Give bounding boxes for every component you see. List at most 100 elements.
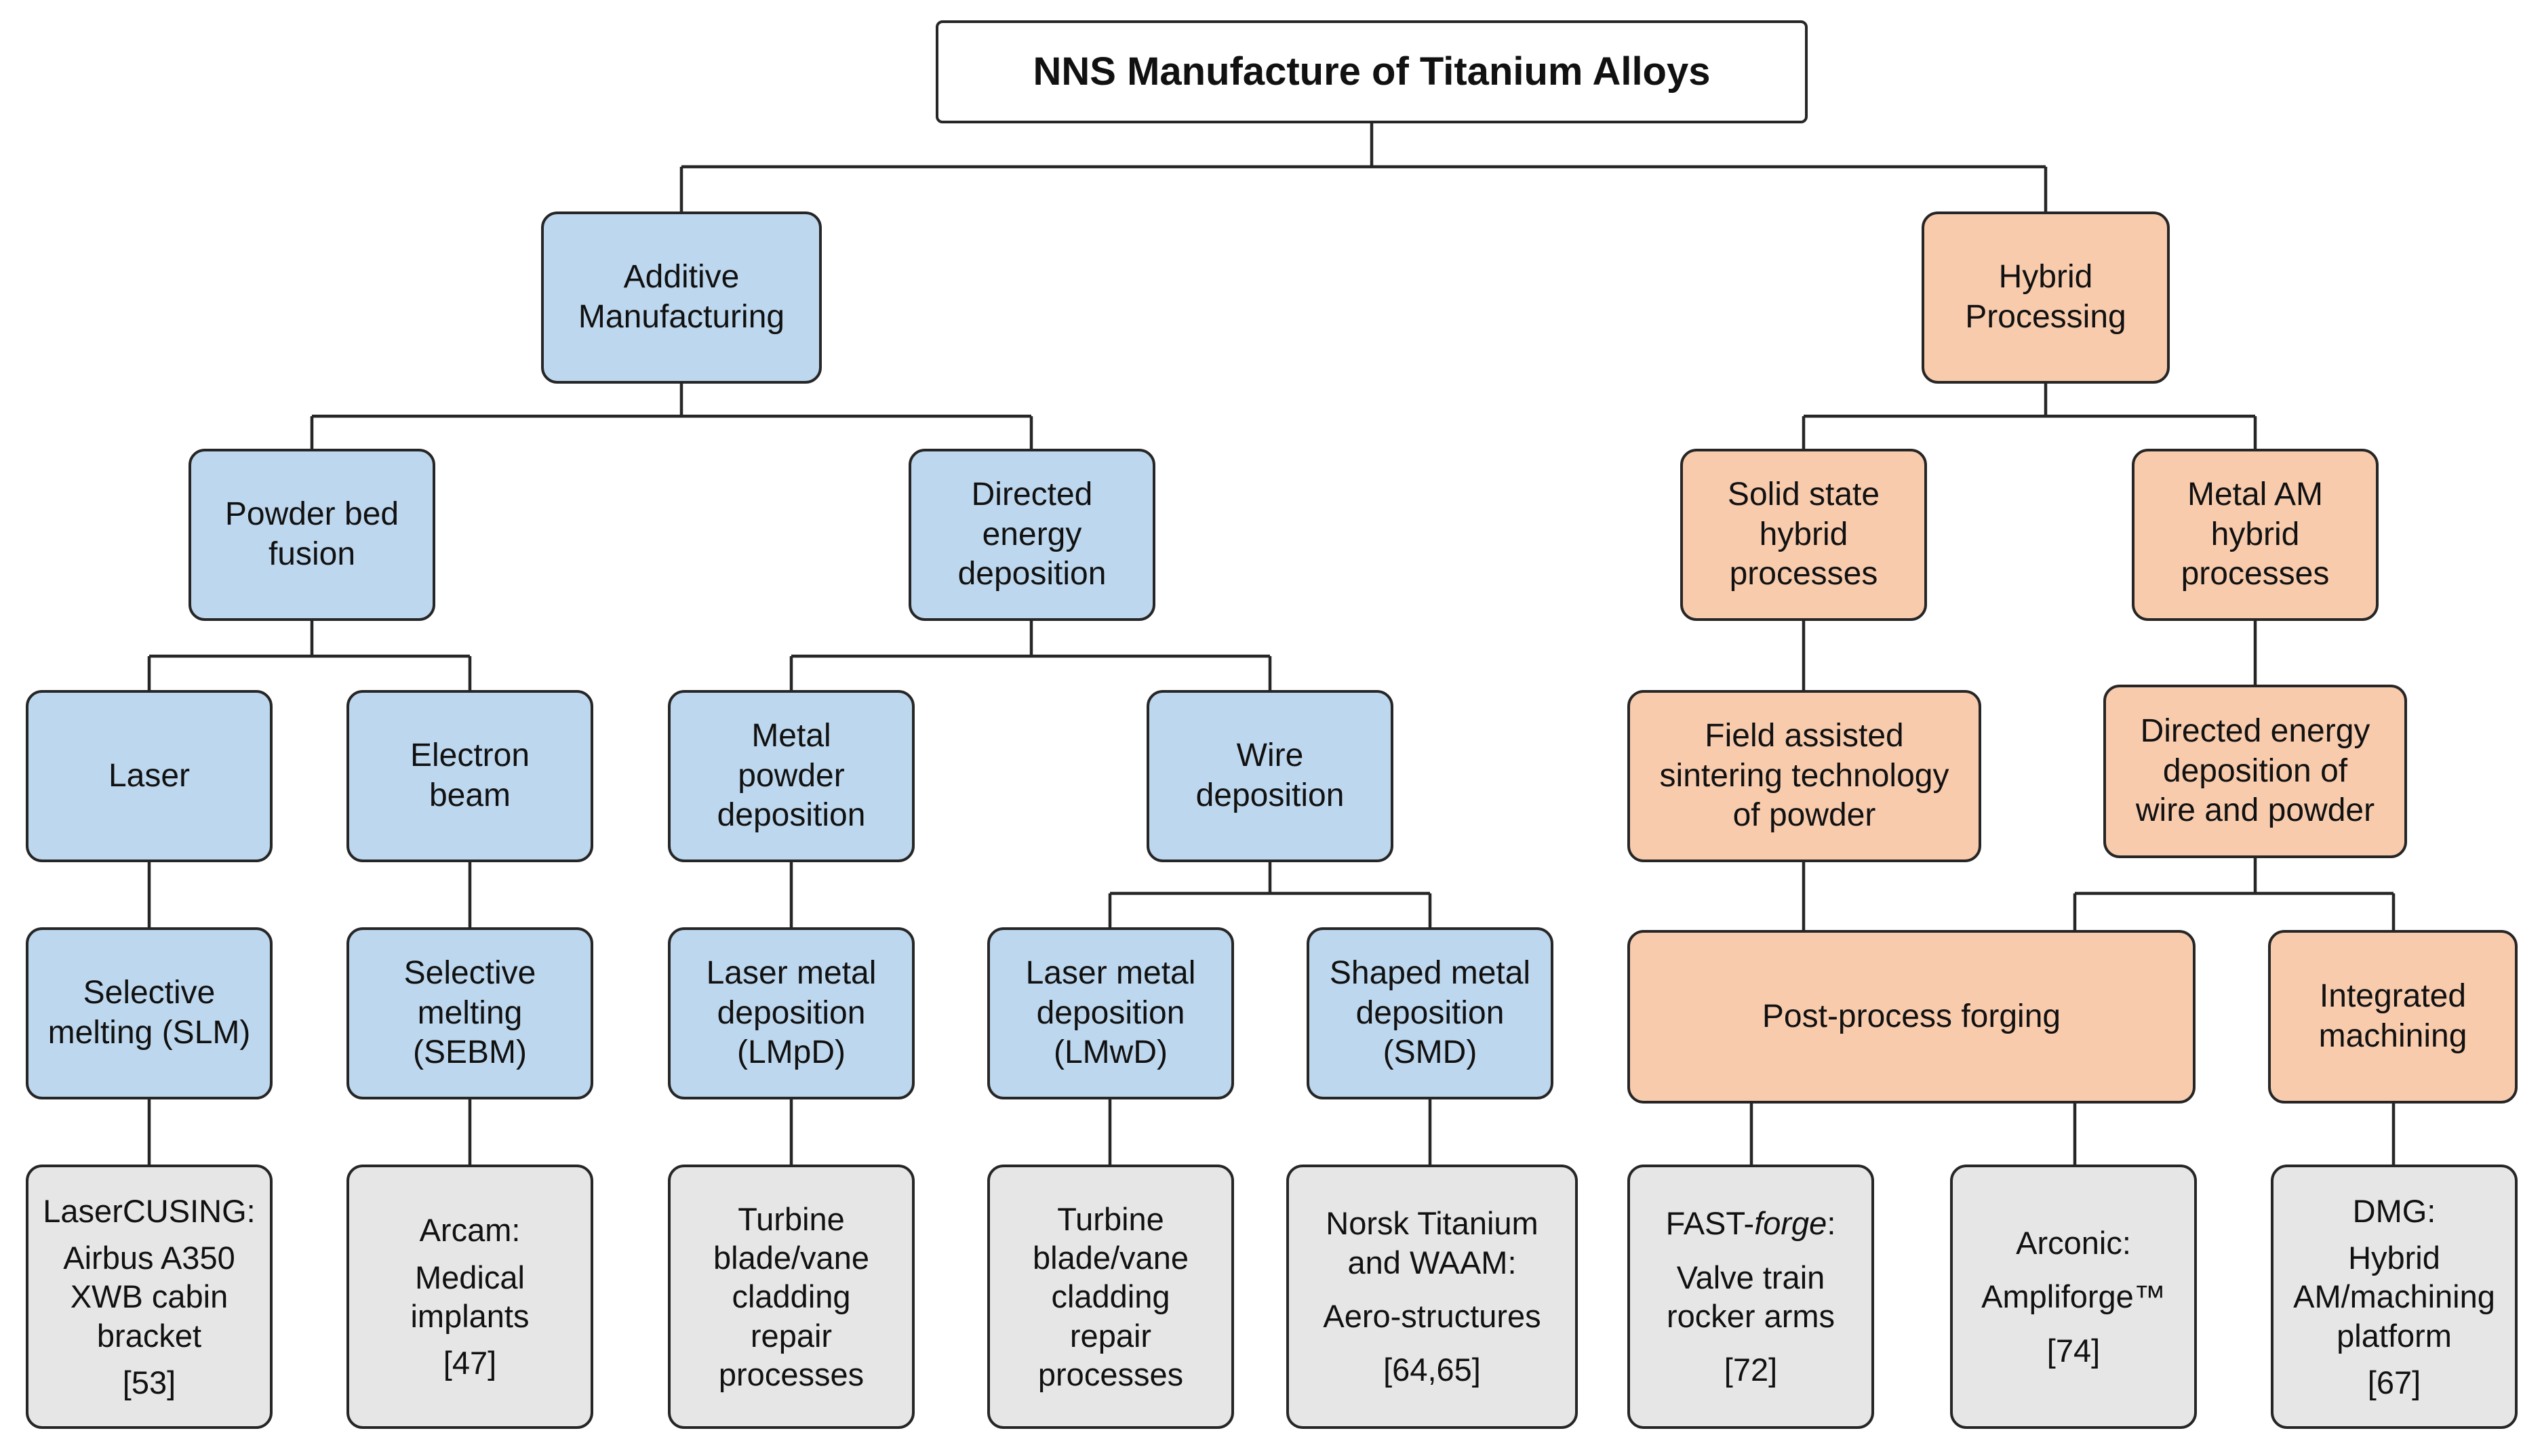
fast-sintering-node: Field assisted sintering technology of p… [1627, 690, 1981, 862]
integrated-line-2: machining [2318, 1018, 2467, 1054]
dmg-line-1: DMG: [2352, 1192, 2436, 1229]
arconic-line-1: Arconic: [2016, 1225, 2131, 1261]
connector-forging-ex [1749, 1104, 2077, 1165]
turbine2-line-1: Turbine [1057, 1200, 1164, 1237]
metal-powder-line-1: Metal [751, 718, 831, 754]
arcam-ref: [47] [443, 1345, 497, 1381]
lasercusing-line-1: LaserCUSING: [43, 1192, 256, 1229]
sebm-line-2: melting [417, 994, 523, 1031]
ded-line-3: deposition [957, 556, 1107, 592]
electron-beam-node: Electron beam [346, 690, 593, 862]
smd-line-1: Shaped metal [1329, 955, 1531, 992]
electron-beam-line-2: beam [429, 777, 511, 813]
metal-powder-line-3: deposition [717, 797, 866, 834]
fastforge-line-2: rocker arms [1666, 1298, 1835, 1334]
example-arcam: Arcam: Medical implants [47] [346, 1165, 593, 1429]
additive-title-line-2: Manufacturing [578, 299, 785, 335]
fastforge-prefix: FAST- [1665, 1205, 1755, 1242]
ded-line-2: energy [982, 516, 1082, 552]
example-turbine-lmwd: Turbine blade/vane cladding repair proce… [987, 1165, 1234, 1429]
ded-wp-line-2: deposition of [2162, 752, 2348, 789]
arcam-line-2: Medical [415, 1259, 525, 1295]
lmwd-line-3: (LMwD) [1054, 1034, 1168, 1071]
connector-wire [1108, 862, 1432, 927]
additive-title-line-1: Additive [623, 259, 740, 296]
sebm-node: Selective melting (SEBM) [346, 927, 593, 1099]
turbine1-line-2: blade/vane [713, 1240, 869, 1276]
electron-beam-line-1: Electron [410, 737, 530, 774]
hybrid-processing-node: Hybrid Processing [1922, 211, 2170, 384]
lmwd-line-1: Laser metal [1025, 955, 1196, 992]
slm-line-2: melting (SLM) [47, 1015, 251, 1051]
powder-bed-line-1: Powder bed [224, 496, 399, 533]
example-arconic: Arconic: Ampliforge™ [74] [1950, 1165, 2197, 1429]
metal-powder-deposition-node: Metal powder deposition [668, 690, 915, 862]
connector-am [310, 384, 1033, 449]
arcam-line-3: implants [410, 1298, 530, 1334]
solid-state-line-1: Solid state [1727, 477, 1880, 513]
turbine1-line-3: cladding [732, 1278, 851, 1315]
example-dmg: DMG: Hybrid AM/machining platform [67] [2271, 1165, 2518, 1429]
ded-wire-powder-node: Directed energy deposition of wire and p… [2103, 685, 2407, 858]
sebm-line-3: (SEBM) [413, 1034, 527, 1071]
wire-deposition-line-2: deposition [1195, 777, 1345, 813]
fast-line-3: of powder [1732, 797, 1876, 834]
root-title-box: NNS Manufacture of Titanium Alloys [936, 20, 1808, 123]
arconic-ref: [74] [2046, 1332, 2101, 1369]
fastforge-line-1: Valve train [1676, 1259, 1825, 1295]
fastforge-ref: [72] [1724, 1352, 1778, 1388]
ded-wp-line-3: wire and powder [2135, 792, 2375, 829]
smd-line-2: deposition [1355, 994, 1505, 1031]
norsk-line-3: Aero-structures [1323, 1298, 1541, 1334]
connector-ded-split [2073, 858, 2396, 930]
metal-powder-line-2: powder [738, 757, 845, 794]
metal-am-line-1: Metal AM [2187, 477, 2324, 513]
powder-bed-line-2: fusion [268, 536, 356, 572]
lasercusing-line-2: Airbus A350 [63, 1240, 235, 1276]
solid-state-line-2: hybrid [1759, 516, 1848, 552]
metal-am-hybrid-node: Metal AM hybrid processes [2132, 449, 2379, 621]
lasercusing-line-4: bracket [96, 1317, 202, 1354]
lmpd-node: Laser metal deposition (LMpD) [668, 927, 915, 1099]
post-process-forging-node: Post-process forging [1627, 930, 2196, 1104]
dmg-line-2: Hybrid [2348, 1240, 2440, 1276]
smd-line-3: (SMD) [1383, 1034, 1477, 1071]
fastforge-title: FAST-forge: [1666, 1204, 1836, 1242]
slm-node: Selective melting (SLM) [26, 927, 273, 1099]
dmg-line-4: platform [2337, 1317, 2452, 1354]
lmpd-line-1: Laser metal [706, 955, 877, 992]
dmg-ref: [67] [2367, 1364, 2421, 1400]
norsk-line-2: and WAAM: [1347, 1244, 1517, 1280]
lmwd-line-2: deposition [1036, 994, 1185, 1031]
hybrid-title-line-1: Hybrid [1998, 259, 2093, 296]
wire-deposition-node: Wire deposition [1147, 690, 1393, 862]
turbine1-line-1: Turbine [738, 1200, 845, 1237]
ded-wp-line-1: Directed energy [2140, 713, 2370, 750]
example-norsk-titanium: Norsk Titanium and WAAM: Aero-structures… [1286, 1165, 1578, 1429]
metal-am-line-3: processes [2181, 556, 2330, 592]
laser-label: Laser [108, 757, 191, 794]
lmpd-line-3: (LMpD) [736, 1034, 846, 1071]
dmg-line-3: AM/machining [2293, 1278, 2495, 1315]
ded-line-1: Directed [971, 477, 1093, 513]
connector-hybrid [1802, 384, 2257, 449]
metal-am-line-2: hybrid [2210, 516, 2300, 552]
norsk-line-1: Norsk Titanium [1326, 1205, 1538, 1242]
example-lasercusing: LaserCUSING: Airbus A350 XWB cabin brack… [26, 1165, 273, 1429]
fast-line-1: Field assisted [1705, 718, 1904, 754]
fastforge-suffix: : [1827, 1205, 1836, 1242]
integrated-line-1: Integrated [2319, 978, 2467, 1015]
fastforge-italic: forge [1754, 1205, 1827, 1242]
connector-ded [789, 621, 1272, 690]
wire-deposition-line-1: Wire [1236, 737, 1304, 774]
additive-manufacturing-node: Additive Manufacturing [541, 211, 822, 384]
lmwd-node: Laser metal deposition (LMwD) [987, 927, 1234, 1099]
fast-line-2: sintering technology [1659, 757, 1949, 794]
lasercusing-line-3: XWB cabin [70, 1278, 229, 1315]
turbine2-line-4: repair [1069, 1317, 1152, 1354]
norsk-ref: [64,65] [1383, 1352, 1481, 1388]
slm-line-1: Selective [83, 975, 216, 1011]
lasercusing-ref: [53] [122, 1364, 176, 1400]
sebm-line-1: Selective [403, 955, 536, 992]
